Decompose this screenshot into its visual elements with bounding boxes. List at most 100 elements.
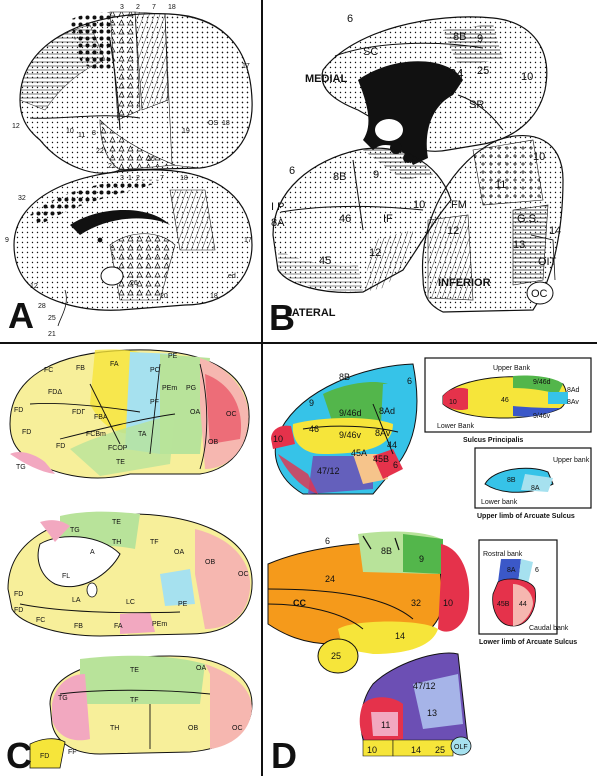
- panel-c-letter: C: [6, 735, 32, 776]
- d-med-cc: CC: [293, 598, 306, 608]
- d-orbital-labels: 47/12 13 11 10 14 25 OLF: [367, 681, 468, 755]
- c-top-pem: PEm: [162, 385, 177, 392]
- d-in1-46: 46: [501, 397, 509, 404]
- d-lateral-map: [271, 363, 418, 495]
- medial-brain-outline: [13, 169, 253, 327]
- d-in1-upper: Upper Bank: [493, 365, 530, 372]
- svg-text:8: 8: [92, 130, 96, 137]
- d-in1-8av: 8Av: [567, 399, 579, 406]
- svg-text:2: 2: [136, 175, 140, 182]
- d-lat-6: 6: [407, 376, 412, 386]
- c-top-pe: PE: [168, 353, 178, 360]
- c-mid-fd1: FD: [14, 591, 23, 598]
- d-in1-caption: Sulcus Principalis: [463, 437, 523, 444]
- b-medial-sc: SC: [363, 46, 378, 58]
- c-top-labels: FC FB FA PE PC PEm PG PF OA OC OB FD FD …: [14, 353, 237, 471]
- svg-text:OS: OS: [208, 120, 218, 127]
- svg-text:3: 3: [120, 4, 124, 11]
- medial-view: MEDIAL 6 8B 9 SC 24 25 10 SR: [305, 13, 548, 165]
- d-orb-13: 13: [427, 708, 437, 718]
- c-bot-oa: OA: [196, 665, 206, 672]
- d-lat-8ad: 8Ad: [379, 406, 395, 416]
- d-medial-labels: 6 8B 9 24 CC 32 10 14 25: [293, 536, 453, 661]
- c-top-fc: FC: [44, 367, 53, 374]
- panel-d: 8B 6 9 8Ad 9/46d 46 9/46v 8Av 10 45A 45B…: [263, 344, 597, 776]
- d-lat-44: 44: [387, 440, 397, 450]
- b-medial-9: 9: [477, 33, 483, 45]
- panel-d-drawing: 8B 6 9 8Ad 9/46d 46 9/46v 8Av 10 45A 45B…: [267, 357, 592, 757]
- d-lat-10: 10: [273, 434, 283, 444]
- c-top-fd3: FD: [56, 443, 65, 450]
- medial-title: MEDIAL: [305, 73, 347, 85]
- svg-text:19: 19: [182, 128, 190, 135]
- inferior-view: INFERIOR 10 11 FM 12 G.S. 13 14 OIT OC: [421, 135, 564, 313]
- c-top-ob: OB: [208, 439, 218, 446]
- d-orb-11: 11: [381, 720, 390, 730]
- d-lat-45b: 45B: [373, 454, 389, 464]
- c-top-fcbm: FCBm: [86, 431, 106, 438]
- svg-text:9: 9: [5, 237, 9, 244]
- c-top-oa: OA: [190, 409, 200, 416]
- b-lat-45: 45: [319, 255, 331, 267]
- svg-text:20: 20: [147, 156, 155, 163]
- c-bot-fd: FD: [40, 753, 49, 760]
- b-inf-12: 12: [447, 225, 459, 237]
- svg-text:12: 12: [30, 283, 38, 290]
- svg-text:7: 7: [160, 175, 164, 182]
- svg-text:10: 10: [66, 128, 74, 135]
- d-orb-10: 10: [367, 745, 377, 755]
- b-lat-12: 12: [369, 247, 381, 259]
- c-mid-oc: OC: [238, 571, 249, 578]
- d-orb-14: 14: [411, 745, 421, 755]
- c-mid-tg: TG: [70, 527, 80, 534]
- inferior-title: INFERIOR: [438, 277, 491, 289]
- vertical-divider: [261, 0, 263, 776]
- c-top-fcop: FCOP: [108, 445, 128, 452]
- c-mid-labels: TG TE TH TF A OA OB OC FL FD FD LA LC FC…: [14, 519, 249, 630]
- b-lat-8b: 8B: [333, 171, 346, 183]
- d-in1-lower: Lower Bank: [437, 423, 474, 430]
- b-lat-8a: 8A: [271, 217, 285, 229]
- panel-b: MEDIAL 6 8B 9 SC 24 25 10 SR LATERAL 6: [263, 0, 597, 342]
- panel-a-letter: A: [8, 295, 34, 336]
- d-in3-6: 6: [535, 567, 539, 574]
- d-in3-caudal: Caudal bank: [529, 625, 569, 632]
- d-lat-46: 46: [309, 424, 319, 434]
- d-lat-946v: 9/46v: [339, 430, 362, 440]
- b-inf-fm: FM: [451, 199, 467, 211]
- d-lat-8av: 8Av: [375, 428, 391, 438]
- d-lat-45a: 45A: [351, 448, 367, 458]
- b-inf-14: 14: [549, 225, 561, 237]
- d-lat-9: 9: [309, 398, 314, 408]
- c-top-fdt: FDΓ: [72, 409, 85, 416]
- lateral-title: LATERAL: [285, 307, 336, 319]
- panel-b-letter: B: [269, 297, 295, 338]
- svg-text:20: 20: [160, 293, 168, 300]
- d-in3-caption: Lower limb of Arcuate Sulcus: [479, 639, 577, 646]
- b-medial-6: 6: [347, 13, 353, 25]
- d-inset-lower-arcuate: Rostral bank 8A 6 45B 44 Caudal bank: [478, 539, 569, 635]
- d-in3-44: 44: [519, 601, 527, 608]
- c-top-oc: OC: [226, 411, 237, 418]
- c-bot-oc: OC: [232, 725, 243, 732]
- d-med-6: 6: [325, 536, 330, 546]
- c-mid-la: LA: [72, 597, 81, 604]
- c-mid-brain: [7, 511, 253, 637]
- c-mid-ob: OB: [205, 559, 215, 566]
- svg-text:18: 18: [180, 175, 188, 182]
- c-top-fd2: FD: [22, 429, 31, 436]
- c-bot-labels: TE OA TG TF TH OB OC FD FF: [40, 665, 243, 760]
- c-top-fa: FA: [110, 361, 119, 368]
- c-mid-fa: FA: [114, 623, 123, 630]
- c-bot-ob: OB: [188, 725, 198, 732]
- c-bot-tf: TF: [130, 697, 139, 704]
- d-orb-4712: 47/12: [413, 681, 436, 691]
- c-top-fda: FDΔ: [48, 389, 62, 396]
- svg-text:17: 17: [244, 237, 252, 244]
- d-med-14: 14: [395, 631, 405, 641]
- c-mid-fb: FB: [74, 623, 83, 630]
- panel-c-drawing: FC FB FA PE PC PEm PG PF OA OC OB FD FD …: [7, 349, 253, 769]
- c-top-te: TE: [116, 459, 125, 466]
